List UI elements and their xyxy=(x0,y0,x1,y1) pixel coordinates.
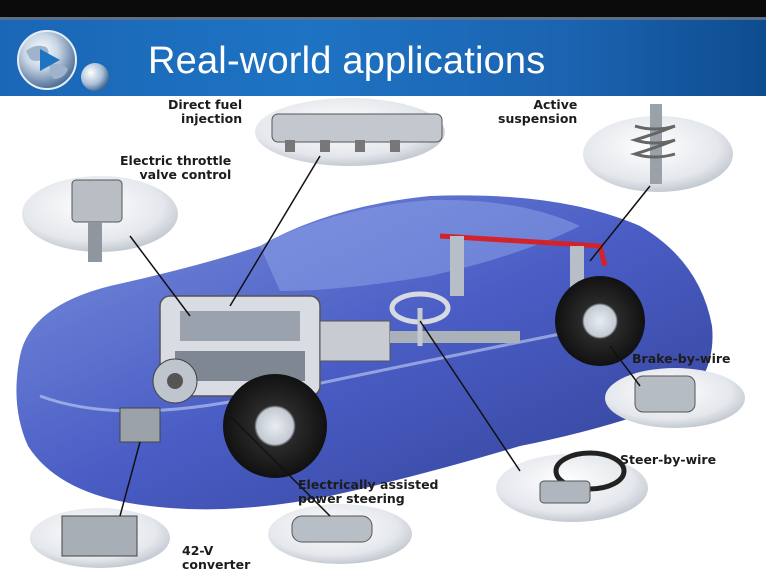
callout-direct-fuel-injection-label: Direct fuel injection xyxy=(168,97,243,126)
watermark: @稀土掘金技术社区 xyxy=(634,544,752,559)
callout-steer-by-wire: Steer-by-wire xyxy=(620,453,716,467)
fuel-injector-part xyxy=(271,113,443,152)
slide-header: Real-world applications xyxy=(0,20,766,96)
steer-part xyxy=(539,450,627,504)
front-wheel xyxy=(223,374,327,478)
callout-active-suspension: Active suspension xyxy=(498,98,577,126)
top-bar xyxy=(0,0,766,20)
small-globe-icon xyxy=(81,63,109,91)
top-bar-divider xyxy=(0,17,766,20)
spring-part xyxy=(629,104,676,184)
power-steering-part xyxy=(291,515,373,543)
rear-wheel xyxy=(555,276,645,366)
car-illustration xyxy=(16,98,745,568)
callout-electric-throttle-label: Electric throttle valve control xyxy=(120,153,232,182)
callout-steer-by-wire-label: Steer-by-wire xyxy=(620,452,717,467)
slide-title: Real-world applications xyxy=(148,40,546,82)
globe-logo-icon xyxy=(17,30,77,90)
leader-lines xyxy=(119,155,651,517)
callout-electric-throttle: Electric throttle valve control xyxy=(120,154,231,182)
brake-part xyxy=(634,375,696,413)
callout-42v-converter-label: 42-V converter xyxy=(182,543,251,572)
converter-part xyxy=(61,407,161,557)
callout-active-suspension-label: Active suspension xyxy=(498,97,578,126)
callout-direct-fuel-injection: Direct fuel injection xyxy=(168,98,242,126)
engine-block xyxy=(152,295,520,404)
callout-power-steering: Electrically assisted power steering xyxy=(298,478,439,506)
callout-brake-by-wire-label: Brake-by-wire xyxy=(632,351,731,366)
throttle-part xyxy=(71,179,123,262)
callout-brake-by-wire: Brake-by-wire xyxy=(632,352,731,366)
callout-power-steering-label: Electrically assisted power steering xyxy=(298,477,439,506)
callout-42v-converter: 42-V converter xyxy=(182,544,250,572)
